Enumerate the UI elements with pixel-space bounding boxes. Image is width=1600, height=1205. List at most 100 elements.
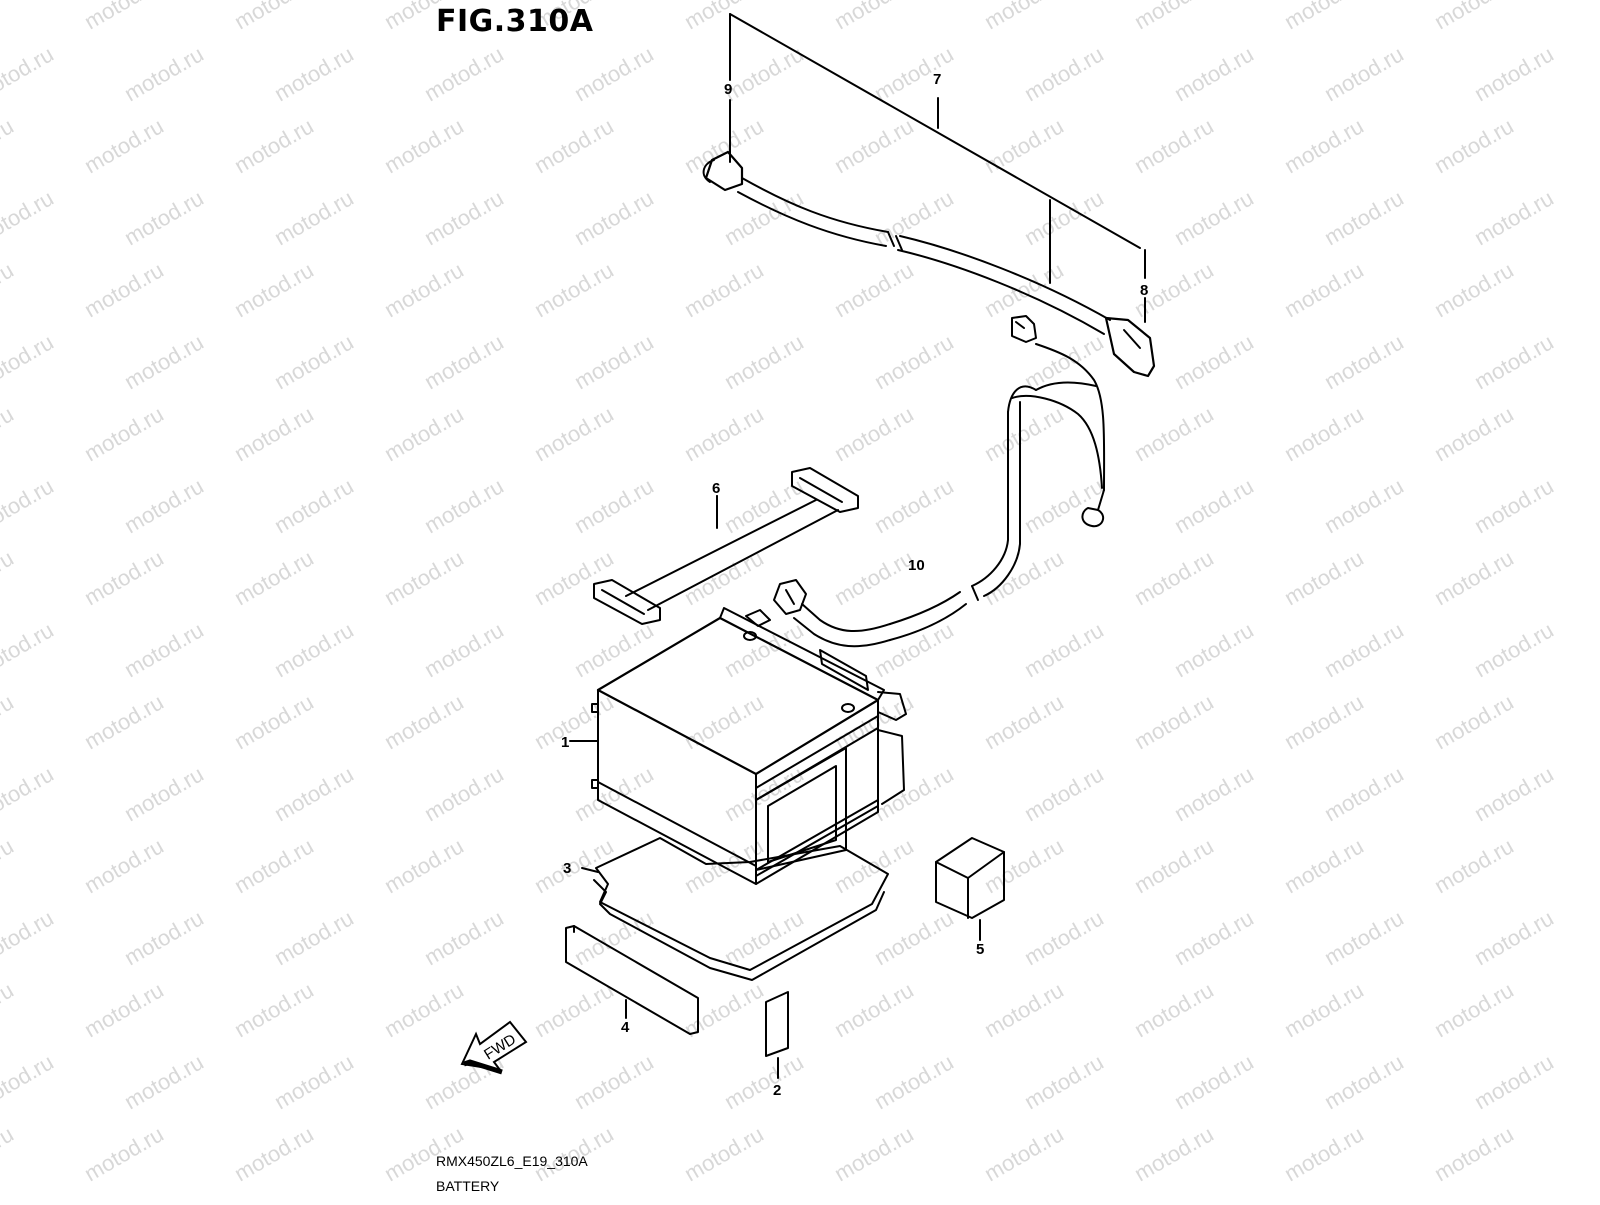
- watermark-text: motod.ru: [680, 257, 768, 322]
- watermark-text: motod.ru: [1470, 761, 1558, 826]
- watermark-text: motod.ru: [1130, 113, 1218, 178]
- watermark-text: motod.ru: [1470, 329, 1558, 394]
- watermark-text: motod.ru: [870, 185, 958, 250]
- watermark-text: motod.ru: [1280, 689, 1368, 754]
- watermark-text: motod.ru: [1320, 761, 1408, 826]
- watermark-text: motod.ru: [270, 329, 358, 394]
- watermark-text: motod.ru: [0, 1121, 18, 1186]
- watermark-text: motod.ru: [1430, 257, 1518, 322]
- pad-part-4: [565, 925, 699, 1035]
- watermark-text: motod.ru: [1430, 0, 1518, 34]
- watermark-text: motod.ru: [420, 905, 508, 970]
- watermark-text: motod.ru: [120, 41, 208, 106]
- watermark-text: motod.ru: [420, 617, 508, 682]
- watermark-text: motod.ru: [380, 833, 468, 898]
- watermark-text: motod.ru: [1130, 401, 1218, 466]
- callout-2: 2: [773, 1082, 781, 1099]
- watermark-text: motod.ru: [230, 0, 318, 34]
- callout-7: 7: [933, 71, 941, 88]
- watermark-text: motod.ru: [680, 113, 768, 178]
- watermark-text: motod.ru: [0, 113, 18, 178]
- watermark-text: motod.ru: [830, 1121, 918, 1186]
- watermark-text: motod.ru: [830, 977, 918, 1042]
- watermark-text: motod.ru: [230, 545, 318, 610]
- watermark-text: motod.ru: [0, 905, 58, 970]
- watermark-text: motod.ru: [80, 545, 168, 610]
- callout-5: 5: [976, 941, 984, 958]
- watermark-text: motod.ru: [830, 401, 918, 466]
- watermark-text: motod.ru: [380, 113, 468, 178]
- watermark-text: motod.ru: [230, 401, 318, 466]
- model-code: RMX450ZL6_E19_310A: [436, 1153, 588, 1169]
- watermark-text: motod.ru: [1170, 41, 1258, 106]
- watermark-text: motod.ru: [680, 0, 768, 34]
- watermark-text: motod.ru: [1170, 473, 1258, 538]
- watermark-text: motod.ru: [1280, 833, 1368, 898]
- watermark-text: motod.ru: [830, 257, 918, 322]
- watermark-text: motod.ru: [420, 761, 508, 826]
- watermark-text: motod.ru: [380, 689, 468, 754]
- watermark-text: motod.ru: [1320, 185, 1408, 250]
- watermark-text: motod.ru: [1020, 185, 1108, 250]
- watermark-text: motod.ru: [1430, 1121, 1518, 1186]
- watermark-text: motod.ru: [870, 905, 958, 970]
- watermark-text: motod.ru: [120, 329, 208, 394]
- callout-6: 6: [712, 480, 720, 497]
- watermark-text: motod.ru: [1280, 257, 1368, 322]
- watermark-text: motod.ru: [270, 761, 358, 826]
- watermark-text: motod.ru: [980, 113, 1068, 178]
- callout-10: 10: [908, 557, 925, 574]
- watermark-text: motod.ru: [1020, 761, 1108, 826]
- watermark-text: motod.ru: [1470, 185, 1558, 250]
- watermark-text: motod.ru: [0, 329, 58, 394]
- watermark-text: motod.ru: [120, 761, 208, 826]
- terminal-cover-part-8: [1104, 316, 1156, 378]
- watermark-text: motod.ru: [1280, 1121, 1368, 1186]
- watermark-text: motod.ru: [1320, 41, 1408, 106]
- watermark-text: motod.ru: [570, 185, 658, 250]
- section-name: BATTERY: [436, 1178, 500, 1194]
- watermark-text: motod.ru: [1130, 977, 1218, 1042]
- watermark-text: motod.ru: [1430, 977, 1518, 1042]
- callout-3: 3: [563, 860, 571, 877]
- watermark-text: motod.ru: [0, 401, 18, 466]
- watermark-text: motod.ru: [1430, 545, 1518, 610]
- watermark-text: motod.ru: [1280, 401, 1368, 466]
- battery-pad-part-3: [581, 837, 889, 981]
- watermark-text: motod.ru: [530, 977, 618, 1042]
- watermark-text: motod.ru: [1280, 545, 1368, 610]
- watermark-text: motod.ru: [0, 833, 18, 898]
- watermark-text: motod.ru: [230, 1121, 318, 1186]
- watermark-text: motod.ru: [420, 473, 508, 538]
- watermark-text: motod.ru: [980, 545, 1068, 610]
- watermark-text: motod.ru: [1320, 473, 1408, 538]
- watermark-text: motod.ru: [1430, 113, 1518, 178]
- watermark-text: motod.ru: [980, 0, 1068, 34]
- watermark-text: motod.ru: [830, 0, 918, 34]
- watermark-text: motod.ru: [830, 113, 918, 178]
- watermark-text: motod.ru: [80, 977, 168, 1042]
- watermark-text: motod.ru: [1280, 977, 1368, 1042]
- battery-cable-part-7: [704, 150, 1111, 335]
- watermark-text: motod.ru: [530, 401, 618, 466]
- watermark-text: motod.ru: [420, 41, 508, 106]
- watermark-text: motod.ru: [270, 1049, 358, 1114]
- watermark-text: motod.ru: [870, 329, 958, 394]
- watermark-text: motod.ru: [0, 689, 18, 754]
- fwd-arrow-icon: FWD: [460, 1020, 528, 1075]
- watermark-text: motod.ru: [980, 401, 1068, 466]
- watermark-text: motod.ru: [0, 257, 18, 322]
- watermark-text: motod.ru: [1470, 473, 1558, 538]
- watermark-text: motod.ru: [230, 689, 318, 754]
- watermark-text: motod.ru: [0, 473, 58, 538]
- watermark-text: motod.ru: [1320, 1049, 1408, 1114]
- watermark-text: motod.ru: [120, 473, 208, 538]
- callout-9: 9: [724, 81, 732, 98]
- watermark-text: motod.ru: [870, 1049, 958, 1114]
- watermark-text: motod.ru: [570, 1049, 658, 1114]
- watermark-text: motod.ru: [1130, 545, 1218, 610]
- watermark-text: motod.ru: [1020, 473, 1108, 538]
- watermark-text: motod.ru: [380, 545, 468, 610]
- watermark-text: motod.ru: [0, 41, 58, 106]
